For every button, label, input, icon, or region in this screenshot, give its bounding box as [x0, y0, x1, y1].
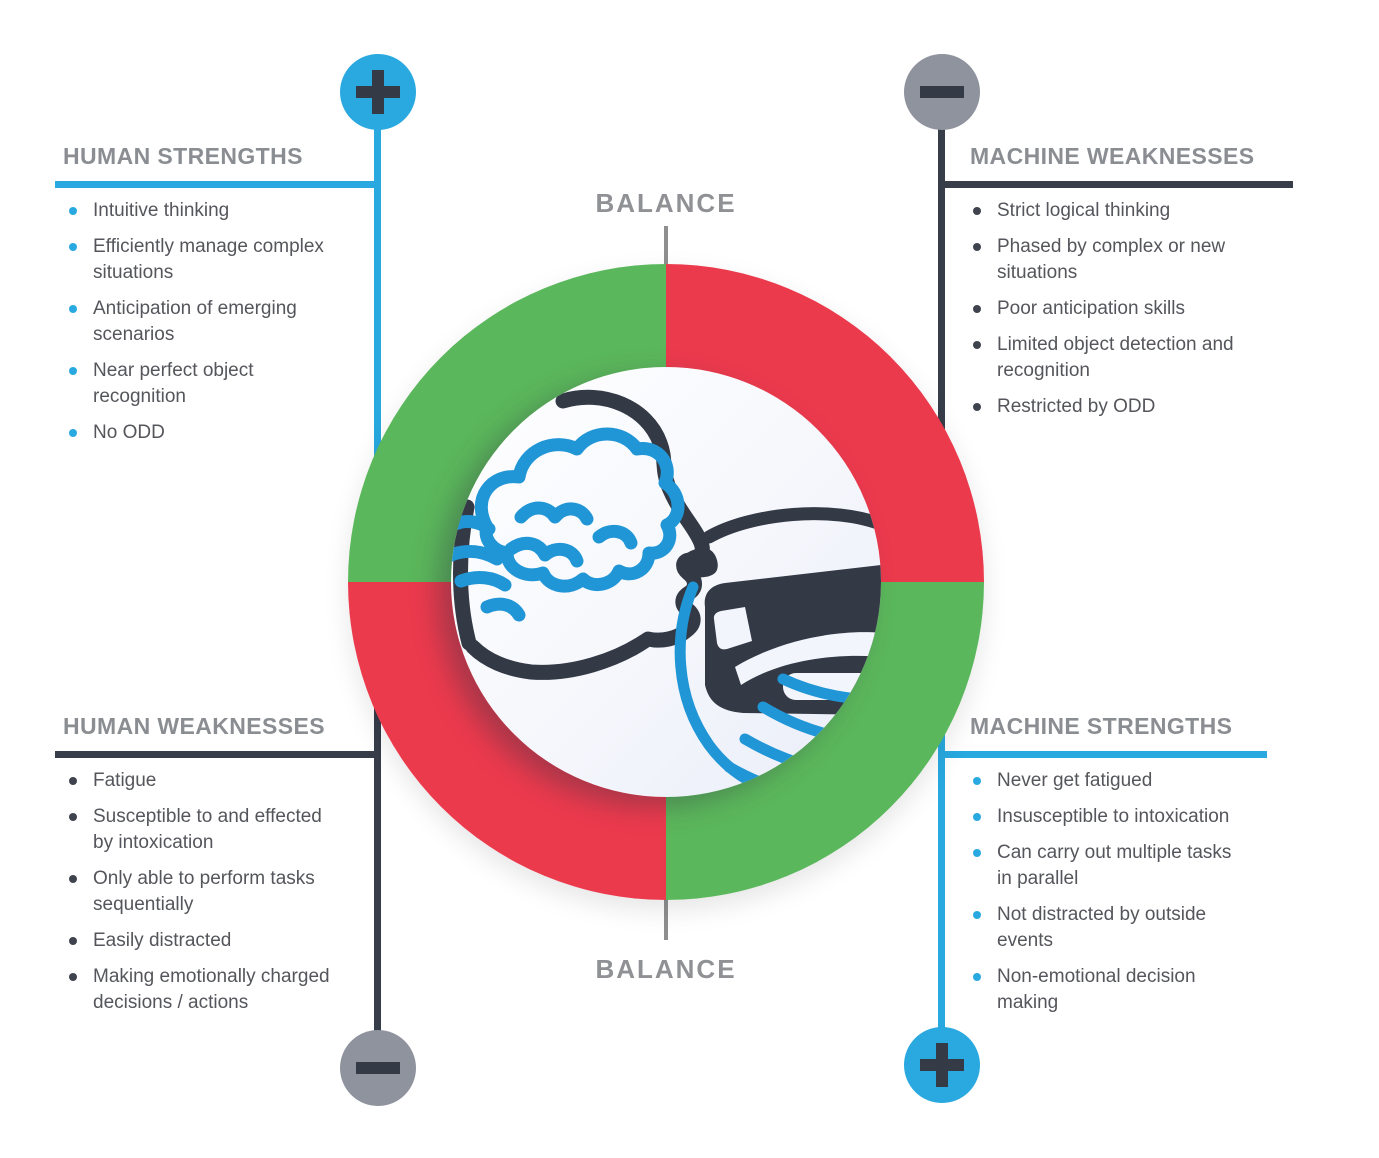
list-item-text: Never get fatigued: [997, 770, 1153, 791]
list-item-text: Can carry out multiple tasks in parallel: [997, 842, 1232, 889]
machine-strengths-connector-line: [938, 700, 945, 1065]
bullet-dot: [69, 243, 77, 251]
list-item-text: Intuitive thinking: [93, 200, 230, 221]
list-item: Only able to perform tasks sequentially: [66, 866, 338, 918]
list-item-text: Susceptible to and effected by intoxicat…: [93, 806, 322, 853]
list-item: Efficiently manage complex situations: [66, 234, 348, 286]
bullet-dot: [69, 777, 77, 785]
minus-bar: [356, 1062, 400, 1074]
list-item-text: Limited object detection and recognition: [997, 334, 1234, 381]
human-strengths-underline: [55, 181, 381, 188]
bullet-dot: [973, 813, 981, 821]
machine-weaknesses-connector-line: [938, 92, 945, 470]
human-weaknesses-connector-line: [374, 700, 381, 1068]
list-item-text: Efficiently manage complex situations: [93, 236, 324, 283]
minus-icon: [904, 54, 980, 130]
list-item-text: No ODD: [93, 422, 165, 443]
list-item: Not distracted by outside events: [970, 902, 1250, 954]
list-item: Making emotionally charged decisions / a…: [66, 964, 338, 1016]
list-item: Insusceptible to intoxication: [970, 804, 1250, 830]
list-item: Phased by complex or new situations: [970, 234, 1285, 286]
machine-strengths-title: MACHINE STRENGTHS: [970, 713, 1233, 739]
machine-strengths-underline: [945, 751, 1267, 758]
list-item: Limited object detection and recognition: [970, 332, 1285, 384]
human-strengths-title: HUMAN STRENGTHS: [63, 143, 303, 169]
list-item: Poor anticipation skills: [970, 296, 1285, 322]
bullet-dot: [69, 305, 77, 313]
center-circle: [451, 367, 881, 797]
list-item-text: Easily distracted: [93, 930, 232, 951]
bullet-dot: [69, 207, 77, 215]
head-brain-icon: [451, 389, 710, 680]
list-item-text: Non-emotional decision making: [997, 966, 1196, 1013]
bullet-dot: [69, 875, 77, 883]
list-item: Strict logical thinking: [970, 198, 1285, 224]
list-item-text: Phased by complex or new situations: [997, 236, 1226, 283]
list-item: Fatigue: [66, 768, 338, 794]
list-item: Restricted by ODD: [970, 394, 1285, 420]
plus-icon: [340, 54, 416, 130]
list-item: Can carry out multiple tasks in parallel: [970, 840, 1250, 892]
car-sensor-icon: [674, 507, 881, 797]
plus-icon: [904, 1027, 980, 1103]
list-item-text: Restricted by ODD: [997, 396, 1156, 417]
balance-top-connector-line: [664, 226, 668, 274]
list-item: Easily distracted: [66, 928, 338, 954]
balance-label-bottom: BALANCE: [595, 954, 737, 984]
bullet-dot: [69, 367, 77, 375]
bullet-dot: [973, 207, 981, 215]
list-item: Never get fatigued: [970, 768, 1250, 794]
bullet-dot: [973, 777, 981, 785]
plus-bar-vertical: [936, 1043, 948, 1087]
bullet-dot: [69, 429, 77, 437]
center-illustration: [451, 389, 881, 797]
list-item: Susceptible to and effected by intoxicat…: [66, 804, 338, 856]
list-item-text: Fatigue: [93, 770, 157, 791]
human-weaknesses-title: HUMAN WEAKNESSES: [63, 713, 325, 739]
list-item-text: Only able to perform tasks sequentially: [93, 868, 315, 915]
bullet-dot: [973, 403, 981, 411]
balance-label-top: BALANCE: [595, 188, 737, 218]
minus-bar: [920, 86, 964, 98]
bullet-dot: [69, 937, 77, 945]
list-item: No ODD: [66, 420, 348, 446]
list-item-text: Near perfect object recognition: [93, 360, 254, 407]
bullet-dot: [973, 341, 981, 349]
list-item-text: Making emotionally charged decisions / a…: [93, 966, 330, 1013]
list-item: Non-emotional decision making: [970, 964, 1250, 1016]
human-weaknesses-underline: [55, 751, 381, 758]
list-item: Near perfect object recognition: [66, 358, 348, 410]
list-item: Intuitive thinking: [66, 198, 348, 224]
minus-icon: [340, 1030, 416, 1106]
bullet-dot: [973, 911, 981, 919]
bullet-dot: [69, 973, 77, 981]
machine-weaknesses-underline: [945, 181, 1293, 188]
plus-bar-vertical: [372, 70, 384, 114]
machine-weaknesses-title: MACHINE WEAKNESSES: [970, 143, 1255, 169]
list-item-text: Not distracted by outside events: [997, 904, 1207, 951]
list-item-text: Anticipation of emerging scenarios: [93, 298, 297, 345]
bullet-dot: [69, 813, 77, 821]
bullet-dot: [973, 849, 981, 857]
bullet-dot: [973, 305, 981, 313]
bullet-dot: [973, 973, 981, 981]
list-item-text: Strict logical thinking: [997, 200, 1171, 221]
human-strengths-connector-line: [374, 92, 381, 470]
list-item-text: Poor anticipation skills: [997, 298, 1185, 319]
balance-bottom-connector-line: [664, 896, 668, 940]
list-item-text: Insusceptible to intoxication: [997, 806, 1230, 827]
list-item: Anticipation of emerging scenarios: [66, 296, 348, 348]
bullet-dot: [973, 243, 981, 251]
